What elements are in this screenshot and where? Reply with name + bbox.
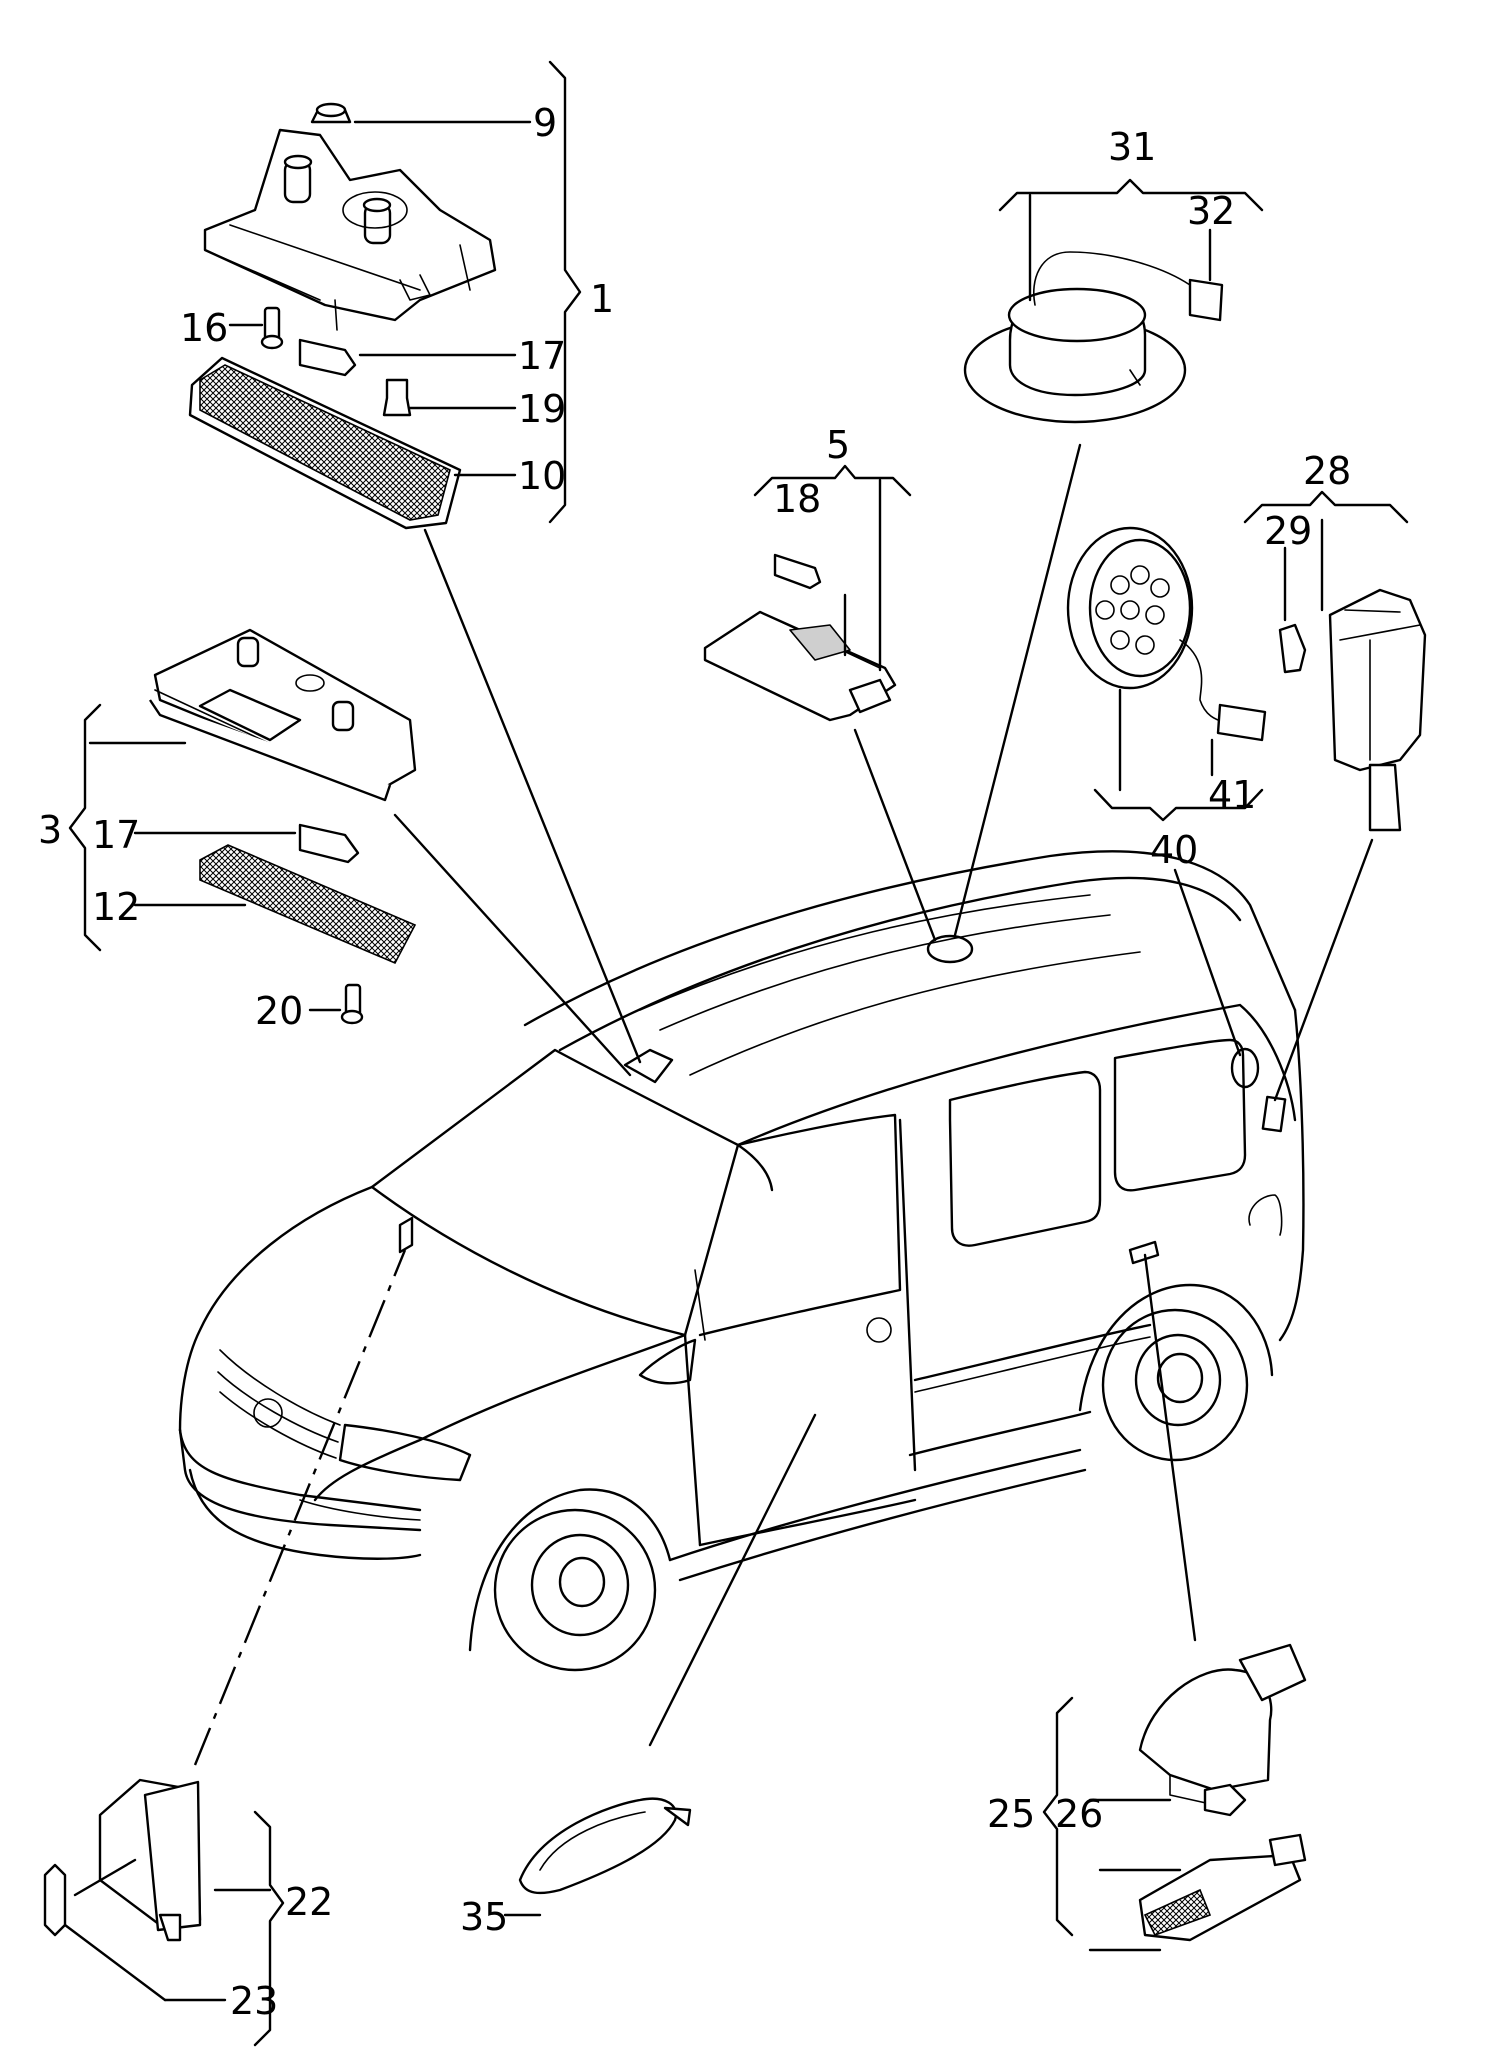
part-1-roof-light-assembly [188, 102, 497, 530]
callout-1: 1 [590, 277, 614, 321]
part-5-roof-light [703, 553, 897, 722]
callout-35: 35 [460, 1895, 508, 1939]
callout-23: 23 [230, 1979, 278, 2023]
callout-19: 19 [518, 387, 566, 431]
callout-41: 41 [1208, 773, 1256, 817]
part-35-step-light [518, 1797, 692, 1895]
callout-40: 40 [1150, 828, 1198, 872]
callout-labels: 9 1 16 17 19 10 3 17 12 20 5 18 31 32 28… [38, 101, 1351, 2023]
callout-9: 9 [533, 101, 557, 145]
part-31-rear-light [963, 251, 1224, 424]
part-40-lamp [1066, 526, 1267, 742]
callout-16: 16 [180, 306, 228, 350]
callout-20: 20 [255, 989, 303, 1033]
callout-32: 32 [1187, 189, 1235, 233]
callout-18: 18 [773, 477, 821, 521]
leader-lines [63, 120, 1374, 2002]
part-3-interior-light-assembly [149, 628, 417, 1025]
brackets [68, 60, 1409, 2047]
callout-26: 26 [1055, 1792, 1103, 1836]
part-28-tail-lamp [1278, 588, 1427, 832]
part-25-lamp-assembly [1138, 1643, 1307, 1942]
callout-28: 28 [1303, 449, 1351, 493]
callout-25: 25 [987, 1792, 1035, 1836]
callout-3: 3 [38, 808, 62, 852]
callout-12: 12 [92, 885, 140, 929]
callout-17-mid: 17 [92, 813, 140, 857]
callout-29: 29 [1264, 509, 1312, 553]
callout-31: 31 [1108, 125, 1156, 169]
callout-5: 5 [826, 423, 850, 467]
vehicle-illustration [178, 850, 1305, 1672]
callout-17-top: 17 [518, 334, 566, 378]
callout-22: 22 [285, 1880, 333, 1924]
part-22-module [43, 1778, 202, 1942]
callout-10: 10 [518, 454, 566, 498]
